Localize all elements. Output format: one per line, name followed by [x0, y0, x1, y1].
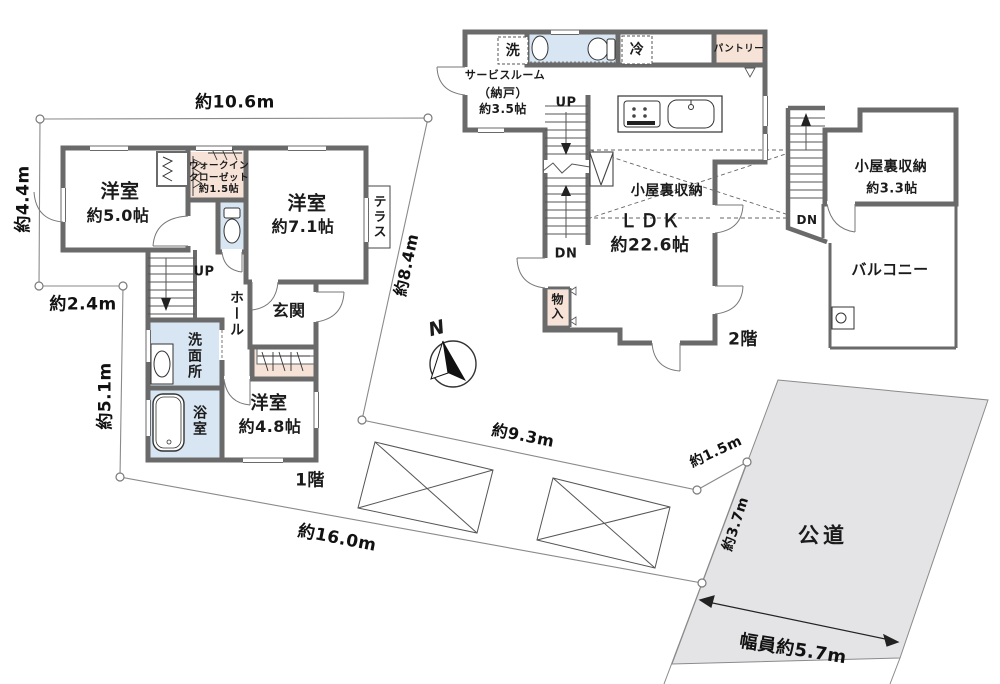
room48-size: 約4.8帖 [238, 417, 302, 436]
fridge-box [621, 35, 653, 65]
stairs-1f [148, 257, 195, 315]
skylight-box [589, 151, 614, 187]
wic-line3: 約1.5帖 [198, 184, 240, 195]
attic-dashed-label: 小屋裏収納 [630, 183, 704, 199]
ldk-size: 約22.6帖 [610, 235, 690, 256]
entrance-label: 玄関 [272, 301, 306, 320]
washroom-label: 洗面所 [186, 332, 202, 380]
fridge-label: 冷 [629, 42, 645, 58]
service-room-line1: サービスルーム [464, 68, 546, 82]
floor2-label: 2階 [728, 329, 758, 350]
dn-attic-label: DN [796, 213, 818, 227]
terrace-label: テラス [370, 194, 386, 240]
service-room-line3: 約3.5帖 [479, 102, 527, 116]
washbasin-1f-icon [150, 343, 174, 385]
storage-2f-label: 物入 [550, 293, 564, 321]
room48-name: 洋室 [250, 393, 288, 414]
wic-line1: ウォークイン [188, 160, 250, 172]
parking-space-1 [357, 441, 494, 534]
site-boundary [38, 117, 749, 584]
bathroom-label: 浴室 [191, 405, 207, 437]
bathtub-icon [152, 393, 185, 452]
floor2-doors [436, 66, 744, 372]
up-1f-label: UP [193, 264, 215, 280]
floor1-label: 1階 [295, 470, 325, 491]
road-label: 公道 [798, 523, 848, 548]
kitchen-sink-icon [667, 99, 715, 129]
room71-size: 約7.1帖 [271, 217, 335, 236]
north-arrow-icon [429, 340, 477, 388]
dim-top: 約10.6m [195, 92, 275, 113]
floor2-windows [478, 29, 768, 160]
pantry-label: パントリー [713, 43, 765, 55]
service-room-line2: （納戸） [477, 86, 529, 100]
washbasin-2f-icon [531, 35, 549, 61]
toilet-2f-icon [587, 37, 616, 61]
site-boundary-markers [34, 113, 752, 588]
balcony-door [826, 201, 856, 233]
attic-storage-size: 約3.3帖 [866, 181, 918, 197]
stairs-attic [788, 113, 825, 199]
dim-left-upper: 約4.4m [13, 165, 34, 233]
floor1-doors [33, 191, 345, 406]
wic-line2: クローゼット [188, 172, 250, 184]
attic-building [785, 105, 959, 350]
up-2f-label: UP [555, 95, 577, 111]
washer-box [497, 36, 529, 65]
room5-name: 洋室 [100, 180, 140, 203]
stairs-2f [542, 105, 591, 238]
dn-2f-label: DN [554, 246, 578, 262]
floor2-building [436, 29, 799, 372]
balcony-label: バルコニー [851, 260, 929, 279]
balcony-sink-icon [831, 306, 855, 330]
road-width-arrow [698, 595, 900, 647]
washer-label: 洗 [505, 43, 521, 59]
kitchen-counter [617, 95, 723, 133]
dim-left-mid: 約2.4m [49, 294, 117, 315]
ldk-name: ＬＤＫ [619, 211, 683, 232]
stove-icon [623, 100, 661, 128]
room71-name: 洋室 [287, 192, 327, 215]
dim-left-lower: 約5.1m [95, 362, 116, 430]
parking-space-2 [536, 477, 671, 569]
floor1-building [33, 145, 391, 463]
toilet-1f-icon [223, 207, 241, 244]
hall-label: ホール [228, 290, 244, 338]
floor1-windows [60, 145, 369, 463]
room5-size: 約5.0帖 [86, 206, 150, 225]
attic-storage-name: 小屋裏収納 [854, 159, 928, 175]
